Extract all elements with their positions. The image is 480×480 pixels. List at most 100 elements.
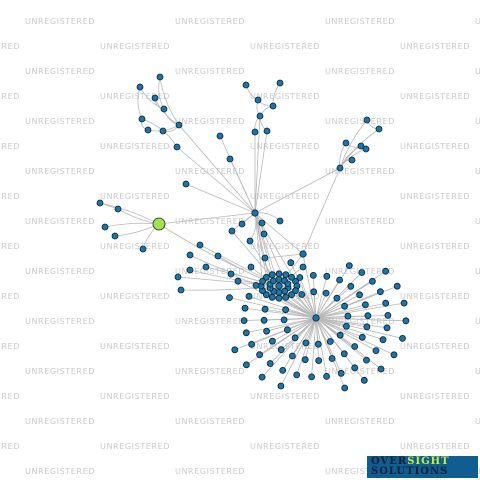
graph-node[interactable] xyxy=(268,293,276,301)
graph-node[interactable] xyxy=(301,356,309,364)
graph-node[interactable] xyxy=(276,79,284,87)
graph-node[interactable] xyxy=(216,132,224,140)
graph-node[interactable] xyxy=(242,361,250,369)
graph-node[interactable] xyxy=(101,223,109,231)
graph-node[interactable] xyxy=(258,219,266,227)
graph-node[interactable] xyxy=(251,209,259,217)
graph-node[interactable] xyxy=(336,276,344,284)
graph-node[interactable] xyxy=(362,145,370,153)
graph-node[interactable] xyxy=(275,270,283,278)
graph-node[interactable] xyxy=(383,324,391,332)
graph-node[interactable] xyxy=(363,323,371,331)
graph-node[interactable] xyxy=(277,382,285,390)
graph-node[interactable] xyxy=(299,263,307,271)
graph-node[interactable] xyxy=(310,288,318,296)
graph-node[interactable] xyxy=(291,334,299,342)
graph-node[interactable] xyxy=(269,277,277,285)
graph-node[interactable] xyxy=(227,270,235,278)
graph-node[interactable] xyxy=(282,306,290,314)
graph-node[interactable] xyxy=(275,282,283,290)
graph-node[interactable] xyxy=(182,180,190,188)
graph-node[interactable] xyxy=(202,263,210,271)
graph-node[interactable] xyxy=(196,241,204,249)
graph-node[interactable] xyxy=(299,250,307,258)
graph-node[interactable] xyxy=(361,301,369,309)
graph-node[interactable] xyxy=(114,205,122,213)
graph-node[interactable] xyxy=(322,289,330,297)
graph-node[interactable] xyxy=(275,289,283,296)
graph-node[interactable] xyxy=(260,230,268,238)
graph-node[interactable] xyxy=(240,317,248,325)
graph-node[interactable] xyxy=(288,352,296,360)
graph-node[interactable] xyxy=(226,155,234,163)
graph-node[interactable] xyxy=(323,272,331,280)
graph-node[interactable] xyxy=(384,311,392,319)
graph-node[interactable] xyxy=(363,116,371,124)
graph-node[interactable] xyxy=(268,337,276,345)
graph-node[interactable] xyxy=(364,312,372,320)
graph-node[interactable] xyxy=(292,287,299,295)
graph-node[interactable] xyxy=(282,271,290,279)
graph-node[interactable] xyxy=(254,96,262,104)
graph-node[interactable] xyxy=(288,291,296,299)
graph-node[interactable] xyxy=(263,127,271,135)
graph-node[interactable] xyxy=(358,333,366,341)
graph-node[interactable] xyxy=(234,277,242,285)
graph-node[interactable] xyxy=(342,322,350,330)
graph-node[interactable] xyxy=(214,252,222,260)
graph-node[interactable] xyxy=(266,360,274,367)
graph-node[interactable] xyxy=(336,331,344,339)
graph-node[interactable] xyxy=(248,340,256,348)
graph-node[interactable] xyxy=(139,245,147,253)
graph-node[interactable] xyxy=(275,294,283,302)
graph-node[interactable] xyxy=(288,273,296,281)
graph-node[interactable] xyxy=(279,366,287,374)
graph-node[interactable] xyxy=(333,294,341,302)
graph-node[interactable] xyxy=(400,299,408,307)
graph-node[interactable] xyxy=(402,317,410,325)
graph-node[interactable] xyxy=(326,338,334,345)
graph-node[interactable] xyxy=(376,288,384,296)
graph-node[interactable] xyxy=(262,291,270,299)
graph-node[interactable] xyxy=(337,369,345,377)
graph-node[interactable] xyxy=(247,263,255,271)
graph-node[interactable] xyxy=(262,273,270,281)
graph-node[interactable] xyxy=(251,128,259,136)
graph-node[interactable] xyxy=(259,277,266,285)
graph-node[interactable] xyxy=(368,277,376,285)
graph-node[interactable] xyxy=(358,269,366,276)
graph-node[interactable] xyxy=(111,232,119,240)
graph-node[interactable] xyxy=(372,347,380,355)
graph-node[interactable] xyxy=(357,142,365,150)
graph-node[interactable] xyxy=(315,357,323,365)
graph-node[interactable] xyxy=(226,294,233,302)
graph-node[interactable] xyxy=(228,227,236,235)
graph-node[interactable] xyxy=(241,304,249,312)
graph-node[interactable] xyxy=(284,280,292,288)
graph-node[interactable] xyxy=(159,127,167,135)
graph-node[interactable] xyxy=(256,112,264,120)
graph-node[interactable] xyxy=(328,355,336,362)
graph-node[interactable] xyxy=(298,291,306,298)
graph-node[interactable] xyxy=(156,73,164,81)
graph-node[interactable] xyxy=(341,384,349,392)
graph-node[interactable] xyxy=(160,105,168,113)
graph-node[interactable] xyxy=(260,316,268,324)
graph-node[interactable] xyxy=(263,327,271,335)
graph-node[interactable] xyxy=(258,373,266,381)
graph-node[interactable] xyxy=(261,254,269,262)
graph-node[interactable] xyxy=(345,262,353,270)
graph-node[interactable] xyxy=(341,302,349,310)
graph-node[interactable] xyxy=(340,350,348,358)
graph-node[interactable] xyxy=(344,312,352,320)
graph-node[interactable] xyxy=(377,365,385,373)
graph-node[interactable] xyxy=(382,299,390,307)
graph-node[interactable] xyxy=(186,251,194,259)
graph-node[interactable] xyxy=(177,286,185,294)
graph-node[interactable] xyxy=(268,271,276,279)
graph-node[interactable] xyxy=(351,364,359,372)
graph-node[interactable] xyxy=(348,156,356,164)
graph-node[interactable] xyxy=(293,371,301,379)
graph-node[interactable] xyxy=(277,346,285,354)
graph-node[interactable] xyxy=(287,259,295,267)
